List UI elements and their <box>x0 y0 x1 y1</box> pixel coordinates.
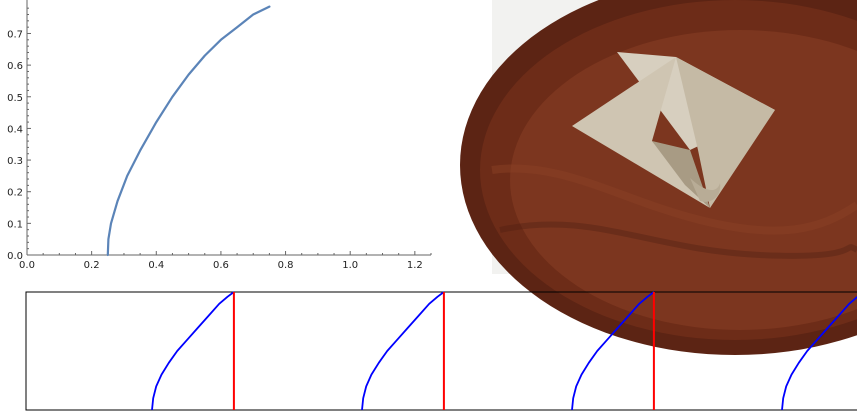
blue-curve-2 <box>361 291 445 411</box>
wood-grain <box>491 164 857 235</box>
arc-series-line <box>106 5 271 257</box>
y-tick-label: 0.3 <box>7 156 23 167</box>
x-tick-label: 0.0 <box>19 260 35 271</box>
y-tick-label: 0.5 <box>7 93 23 104</box>
y-tick-label: 0.1 <box>7 219 23 230</box>
y-tick-label: 0.6 <box>7 61 23 72</box>
x-tick-label: 0.6 <box>213 260 229 271</box>
paper-curl <box>690 178 721 202</box>
wood-grain <box>499 221 857 259</box>
origami-photo <box>460 0 857 355</box>
chart-arc-plot: 0.0 0.2 0.4 0.6 0.8 1.0 1.2 0.0 0.1 0.2 0.3 0.4 0.5 0… <box>7 0 432 271</box>
y-tick-label: 0.4 <box>7 124 23 135</box>
y-tick-label: 0.2 <box>7 188 23 199</box>
x-tick-label: 0.4 <box>148 260 164 271</box>
y-tick-label: 0.7 <box>7 29 23 40</box>
paper-right-panel <box>676 57 775 208</box>
x-tick-label: 1.2 <box>407 260 423 271</box>
paper-fold-shadow <box>652 141 710 208</box>
blue-curve-3 <box>571 291 655 411</box>
x-tick-label: 0.2 <box>84 260 100 271</box>
blue-curve-4 <box>781 296 857 411</box>
x-tick-label: 0.8 <box>278 260 294 271</box>
blue-curve-1 <box>151 291 235 411</box>
y-tick-label: 0.0 <box>7 251 23 262</box>
x-tick-label: 1.0 <box>342 260 358 271</box>
chart-periodic-curves <box>25 291 857 411</box>
